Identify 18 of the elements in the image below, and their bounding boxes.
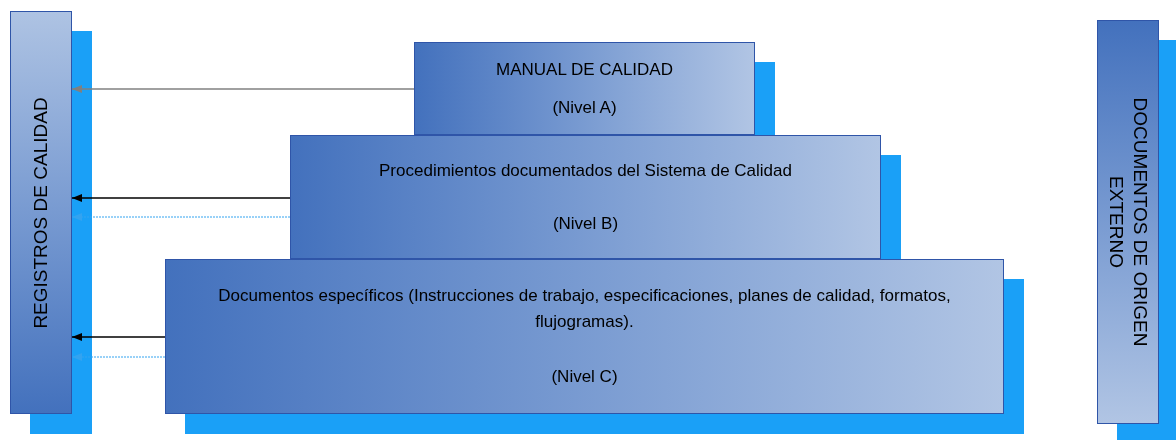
level-title: Documentos específicos (Instrucciones de trabajo, especificaciones, planes de calidad, formatos, flujogramas). <box>217 285 952 333</box>
arrow <box>71 353 166 361</box>
records-bar <box>10 11 72 414</box>
level-label: (Nivel C) <box>551 366 618 389</box>
arrow <box>71 213 291 221</box>
level-label: (Nivel B) <box>552 212 619 235</box>
level-title: MANUAL DE CALIDAD <box>496 59 673 81</box>
level-label: (Nivel A) <box>552 96 617 119</box>
level-box <box>414 42 755 135</box>
arrow <box>71 85 415 93</box>
level-box <box>290 135 881 259</box>
level-title: Procedimientos documentados del Sistema de Calidad <box>379 159 792 182</box>
arrow <box>71 333 166 341</box>
arrow <box>71 194 291 202</box>
vertical-label: DOCUMENTOS DE ORIGEN EXTERNO <box>1105 96 1152 349</box>
records-bar <box>1097 20 1159 424</box>
level-box <box>165 259 1004 414</box>
vertical-label: REGISTROS DE CALIDAD <box>29 95 53 331</box>
